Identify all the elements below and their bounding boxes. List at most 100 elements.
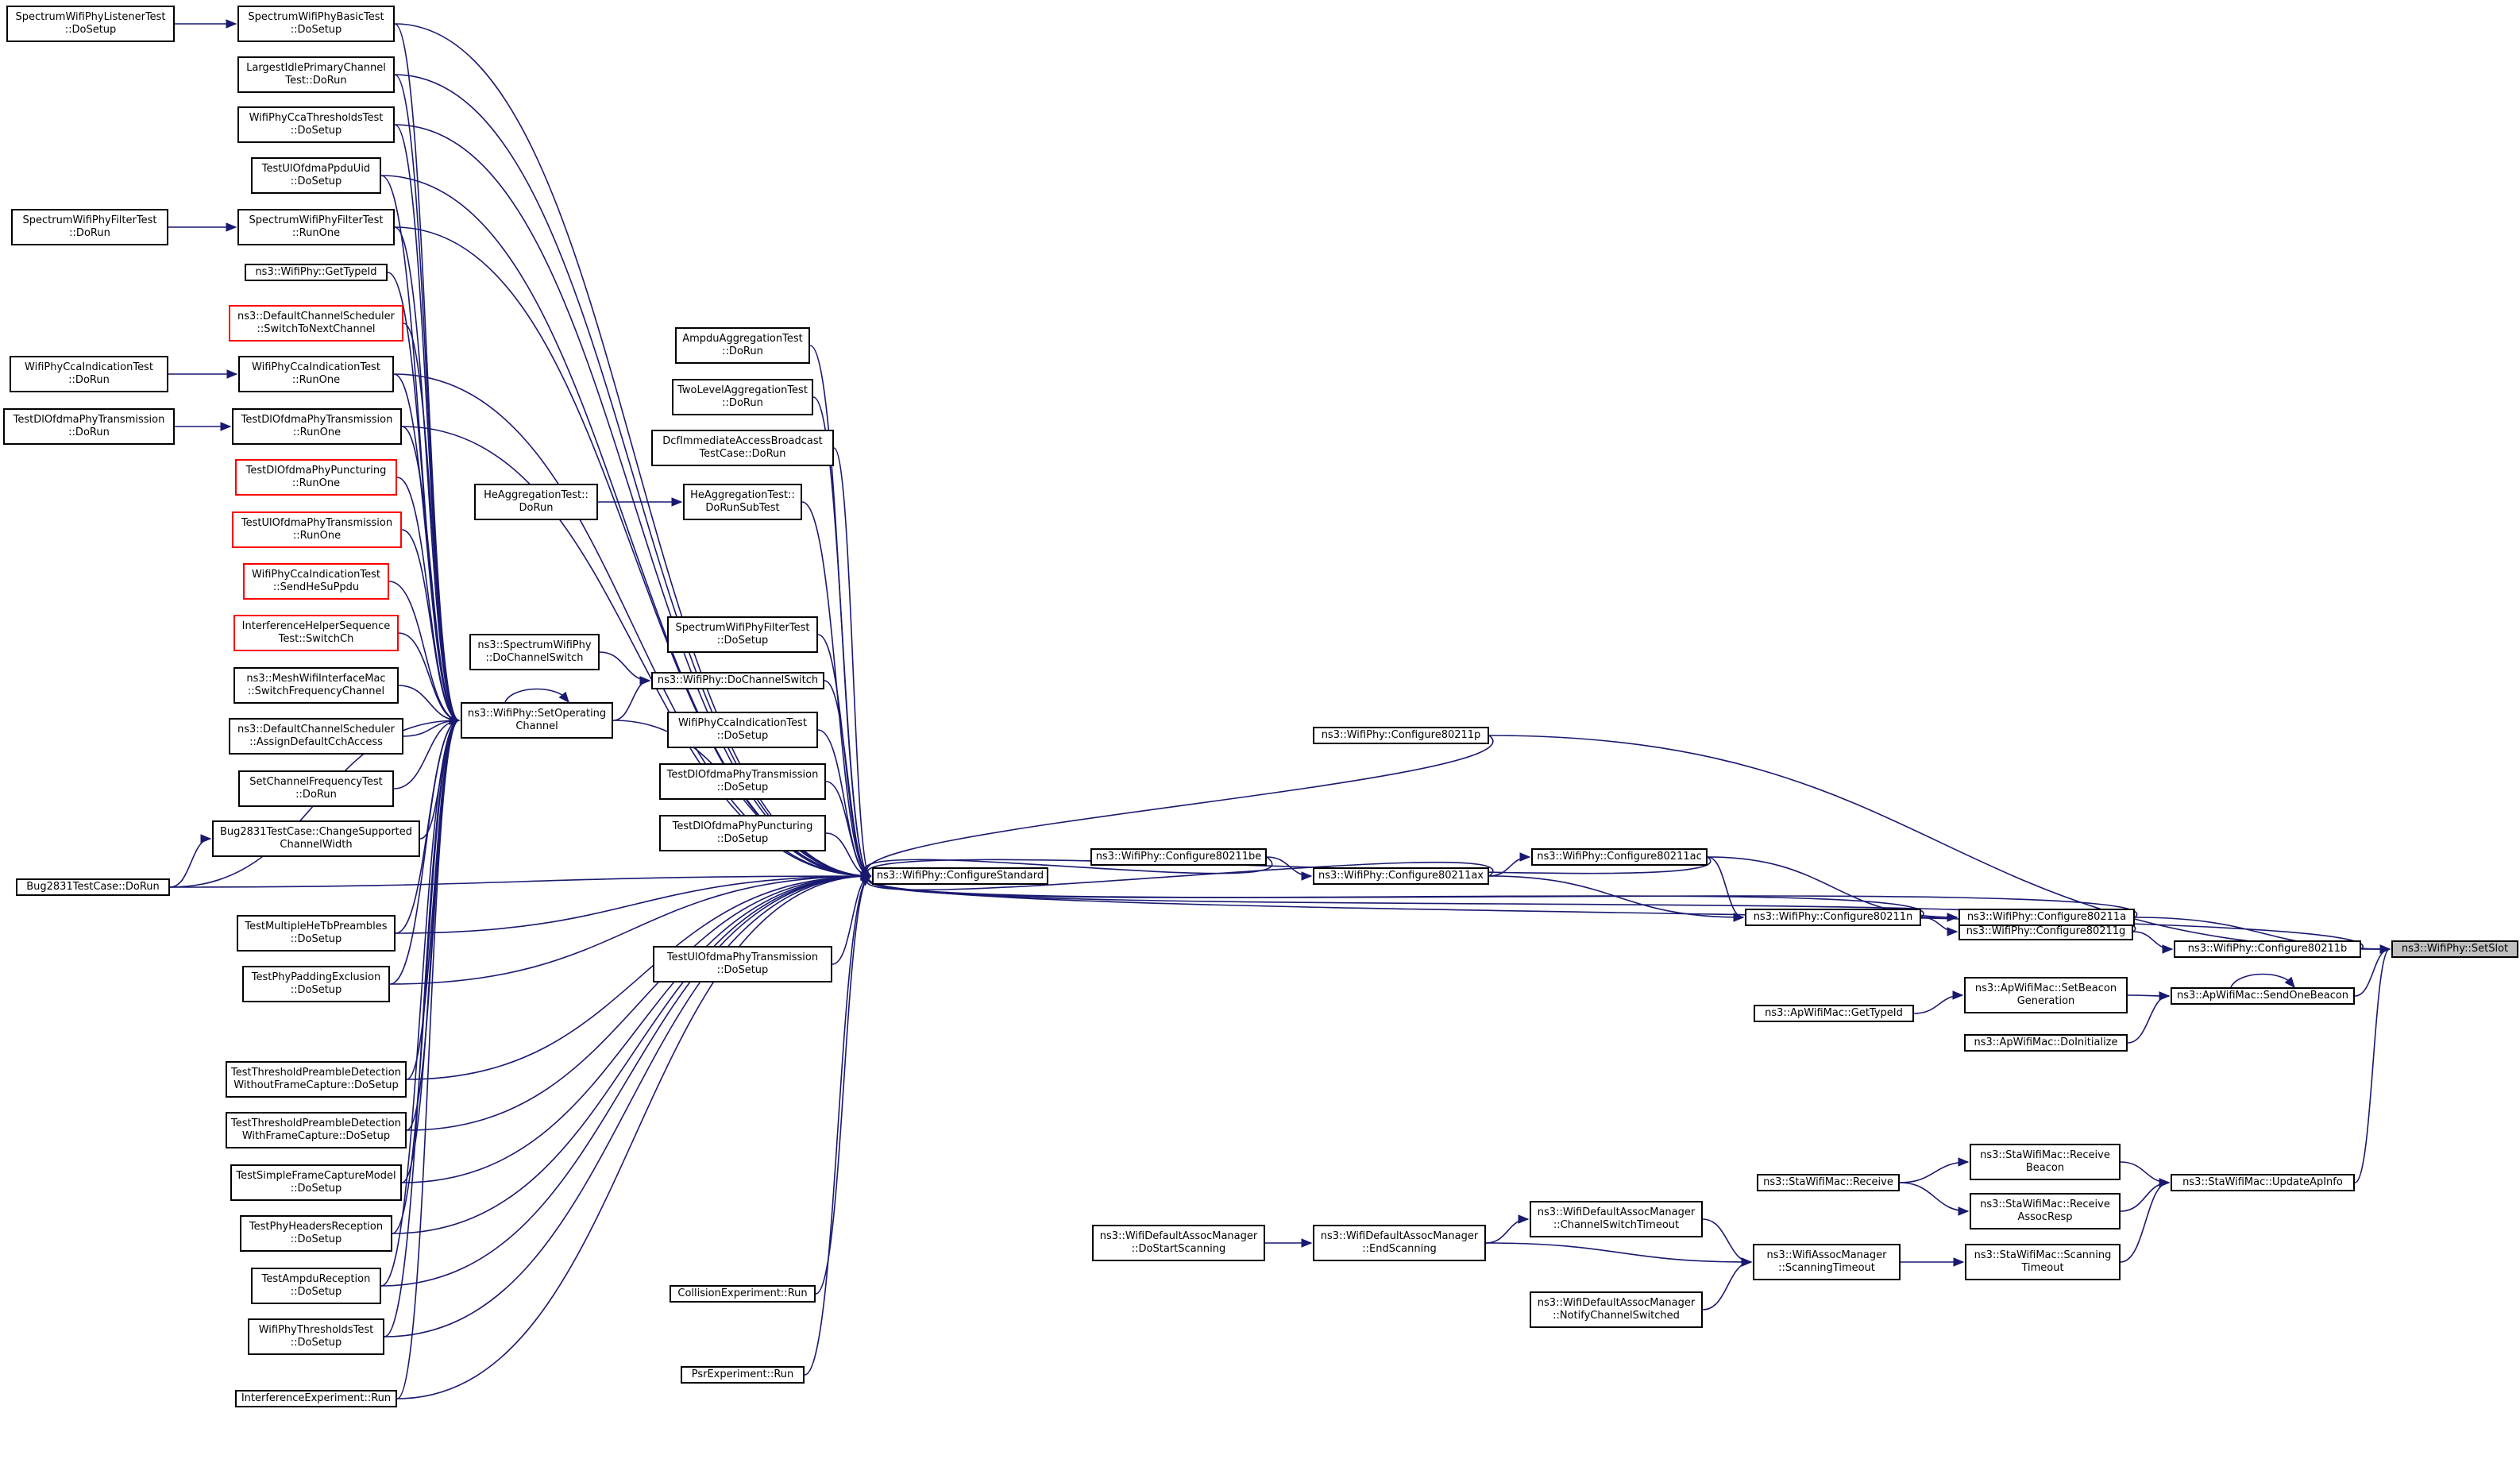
node-sendbeacon[interactable]: ns3::ApWifiMac::SendOneBeacon	[2171, 987, 2355, 1005]
node-ccaindsetup[interactable]: WifiPhyCcaIndicationTest::DoSetup	[667, 712, 818, 748]
edge-simplecapture-to-setopch	[401, 720, 460, 1183]
node-twolevel[interactable]: TwoLevelAggregationTest::DoRun	[672, 379, 813, 415]
node-label-line: ns3::WifiPhy::Configure80211n	[1753, 911, 1913, 923]
edge-twolevel-to-cfgstd	[812, 396, 871, 877]
node-dostartscan[interactable]: ns3::WifiDefaultAssocManager::DoStartSca…	[1092, 1225, 1265, 1261]
node-dlofdmatxsetup[interactable]: TestDlOfdmaPhyTransmission::DoSetup	[659, 763, 826, 800]
node-heaggsub[interactable]: HeAggregationTest::DoRunSubTest	[683, 484, 802, 520]
node-n[interactable]: ns3::WifiPhy::Configure80211n	[1745, 909, 1921, 926]
node-specfiltdorun[interactable]: SpectrumWifiPhyFilterTest::DoRun	[11, 209, 168, 245]
node-ccaindsendhe[interactable]: WifiPhyCcaIndicationTest::SendHeSuPpdu	[243, 563, 389, 600]
edge-ac-to-cfgstd	[866, 856, 1712, 877]
node-psr[interactable]: PsrExperiment::Run	[681, 1366, 805, 1384]
edge-ac-to-n	[1707, 856, 1744, 918]
node-phythresh[interactable]: WifiPhyThresholdsTest::DoSetup	[248, 1318, 384, 1355]
node-label-line: ::NotifyChannelSwitched	[1553, 1310, 1680, 1322]
edge-bug2831dorun-to-bug2831change	[169, 838, 211, 888]
node-updateap[interactable]: ns3::StaWifiMac::UpdateApInfo	[2171, 1174, 2355, 1191]
node-ac[interactable]: ns3::WifiPhy::Configure80211ac	[1531, 848, 1708, 866]
edge-ulofdmatxrunone-to-setopch	[401, 529, 460, 721]
node-b[interactable]: ns3::WifiPhy::Configure80211b	[2174, 940, 2361, 958]
node-specfiltsetup[interactable]: SpectrumWifiPhyFilterTest::DoSetup	[667, 616, 818, 653]
node-simplecapture[interactable]: TestSimpleFrameCaptureModel::DoSetup	[230, 1164, 402, 1201]
node-notifychsw[interactable]: ns3::WifiDefaultAssocManager::NotifyChan…	[1530, 1291, 1703, 1328]
node-collision[interactable]: CollisionExperiment::Run	[670, 1285, 816, 1303]
edge-ax-to-cfgstd	[866, 861, 1494, 891]
edge-scantimeout-to-updateap	[2120, 1182, 2170, 1263]
node-chswtimeout[interactable]: ns3::WifiDefaultAssocManager::ChannelSwi…	[1530, 1201, 1703, 1237]
node-ulofdmatxrunone[interactable]: TestUlOfdmaPhyTransmission::RunOne	[232, 511, 402, 548]
node-label-line: InterferenceHelperSequence	[241, 620, 391, 632]
node-phygettypeid[interactable]: ns3::WifiPhy::GetTypeId	[245, 264, 388, 281]
node-cfgstd[interactable]: ns3::WifiPhy::ConfigureStandard	[872, 867, 1048, 885]
node-label-line: Bug2831TestCase::DoRun	[26, 881, 160, 893]
node-ccainddorun[interactable]: WifiPhyCcaIndicationTest::DoRun	[10, 356, 168, 392]
edge-arrowhead	[1301, 871, 1313, 881]
node-label-line: ns3::WifiPhy::Configure80211be	[1095, 851, 1262, 863]
node-dlofdmapuncsetup[interactable]: TestDlOfdmaPhyPuncturing::DoSetup	[659, 815, 826, 851]
node-phyheaders[interactable]: TestPhyHeadersReception::DoSetup	[240, 1215, 392, 1252]
node-label-line: ::SwitchFrequencyChannel	[247, 685, 385, 697]
node-be[interactable]: ns3::WifiPhy::Configure80211be	[1090, 848, 1267, 866]
node-label-line: LargestIdlePrimaryChannel	[246, 62, 386, 74]
node-p[interactable]: ns3::WifiPhy::Configure80211p	[1313, 727, 1489, 744]
node-label-line: Bug2831TestCase::ChangeSupported	[219, 826, 413, 838]
node-interfexp[interactable]: InterferenceExperiment::Run	[235, 1390, 397, 1407]
node-label-line: ::DoSetup	[290, 125, 342, 137]
node-apdoinit[interactable]: ns3::ApWifiMac::DoInitialize	[1964, 1034, 2128, 1052]
node-label-line: TestUlOfdmaPhyTransmission	[666, 952, 819, 963]
node-assocscan[interactable]: ns3::WifiAssocManager::ScanningTimeout	[1753, 1244, 1901, 1280]
node-phypadding[interactable]: TestPhyPaddingExclusion::DoSetup	[242, 966, 390, 1002]
node-meshswitch[interactable]: ns3::MeshWifiInterfaceMac::SwitchFrequen…	[233, 667, 399, 704]
node-defchsched[interactable]: ns3::DefaultChannelScheduler::SwitchToNe…	[229, 305, 403, 342]
node-dlofdmatxdorun[interactable]: TestDlOfdmaPhyTransmission::DoRun	[3, 408, 175, 445]
node-label-line: ::SendHeSuPpdu	[272, 581, 360, 593]
node-heaggrun[interactable]: HeAggregationTest::DoRun	[474, 484, 598, 520]
node-ampdu[interactable]: AmpduAggregationTest::DoRun	[675, 327, 810, 364]
node-ulppduuid[interactable]: TestUlOfdmaPpduUid::DoSetup	[251, 157, 381, 194]
node-stareceive[interactable]: ns3::StaWifiMac::Receive	[1757, 1174, 1900, 1191]
node-label-line: TestAmpduReception	[261, 1273, 371, 1285]
node-ax[interactable]: ns3::WifiPhy::Configure80211ax	[1313, 867, 1489, 885]
node-setchfreq[interactable]: SetChannelFrequencyTest::DoRun	[238, 770, 394, 807]
node-label-line: SpectrumWifiPhyFilterTest	[675, 622, 810, 634]
edge-specfiltrunone-to-setopch	[394, 226, 460, 721]
node-a[interactable]: ns3::WifiPhy::Configure80211a	[1958, 909, 2135, 926]
edge-arrowhead	[1518, 1214, 1530, 1224]
node-endscan[interactable]: ns3::WifiDefaultAssocManager::EndScannin…	[1313, 1225, 1486, 1261]
node-apgettypeid[interactable]: ns3::ApWifiMac::GetTypeId	[1754, 1005, 1914, 1022]
node-ulofdmatxsetup[interactable]: TestUlOfdmaPhyTransmission::DoSetup	[653, 946, 832, 982]
edge-defchsched-to-setopch	[403, 322, 460, 721]
node-ampdureception[interactable]: TestAmpduReception::DoSetup	[251, 1268, 381, 1304]
node-bug2831dorun[interactable]: Bug2831TestCase::DoRun	[16, 878, 170, 896]
edge-specbasicsetup-to-setopch	[394, 23, 460, 721]
edge-arrowhead	[1519, 852, 1531, 862]
node-ccaindrunone[interactable]: WifiPhyCcaIndicationTest::RunOne	[238, 356, 394, 392]
edge-largestidle-to-setopch	[394, 74, 460, 721]
node-setslot[interactable]: ns3::WifiPhy::SetSlot	[2391, 940, 2518, 958]
node-dochsw[interactable]: ns3::WifiPhy::DoChannelSwitch	[651, 672, 824, 689]
node-specfiltrunone[interactable]: SpectrumWifiPhyFilterTest::RunOne	[237, 209, 395, 245]
node-specbasicsetup[interactable]: SpectrumWifiPhyBasicTest::DoSetup	[237, 6, 395, 42]
node-specdochsw[interactable]: ns3::SpectrumWifiPhy::DoChannelSwitch	[469, 634, 600, 670]
node-defassigncch[interactable]: ns3::DefaultChannelScheduler::AssignDefa…	[229, 718, 403, 755]
node-label-line: SetChannelFrequencyTest	[249, 776, 383, 788]
node-multiheptb[interactable]: TestMultipleHeTbPreambles::DoSetup	[237, 915, 396, 952]
node-ccathresh[interactable]: WifiPhyCcaThresholdsTest::DoSetup	[237, 106, 395, 143]
node-g[interactable]: ns3::WifiPhy::Configure80211g	[1958, 923, 2133, 940]
node-dlofdmapuncrunone[interactable]: TestDlOfdmaPhyPuncturing::RunOne	[235, 459, 397, 496]
node-speclistener[interactable]: SpectrumWifiPhyListenerTest::DoSetup	[6, 6, 175, 42]
edge-p-to-setslot	[1488, 735, 2391, 950]
node-dlofdmatxrunone[interactable]: TestDlOfdmaPhyTransmission::RunOne	[232, 408, 402, 445]
